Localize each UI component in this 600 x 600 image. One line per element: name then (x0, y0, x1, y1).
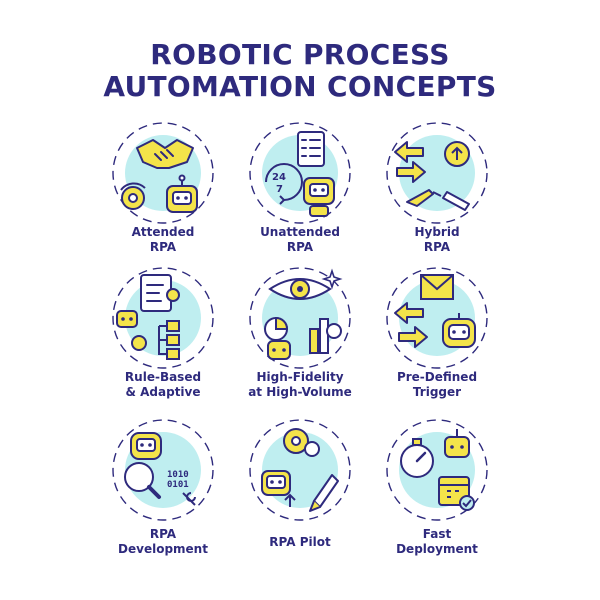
svg-text:0101: 0101 (167, 480, 189, 490)
concept-label: Rule-Based& Adaptive (124, 370, 202, 399)
concept-rule-based-adaptive: Rule-Based& Adaptive (73, 263, 253, 423)
checklist-clock-robot-icon: 24 7 (249, 122, 351, 224)
clipboard-flow-robot-icon (112, 267, 214, 369)
title-line-1: ROBOTIC PROCESS (150, 38, 450, 71)
svg-text:24: 24 (272, 172, 286, 183)
title-line-2: AUTOMATION CONCEPTS (103, 70, 497, 103)
svg-text:1010: 1010 (167, 470, 189, 480)
robot-magnifier-binary-icon: 1010 0101 (112, 419, 214, 521)
arrows-gear-hands-icon (386, 122, 488, 224)
eye-charts-robot-icon (249, 267, 351, 369)
concept-rpa-pilot: RPA Pilot (210, 419, 390, 580)
svg-text:7: 7 (276, 184, 283, 195)
handshake-robot-icon (112, 122, 214, 224)
concept-label: RPA Pilot (269, 535, 331, 549)
envelope-arrows-robot-icon (386, 267, 488, 369)
robot-gear-rocket-icon (249, 419, 351, 521)
stopwatch-calendar-robot-icon (386, 419, 488, 521)
